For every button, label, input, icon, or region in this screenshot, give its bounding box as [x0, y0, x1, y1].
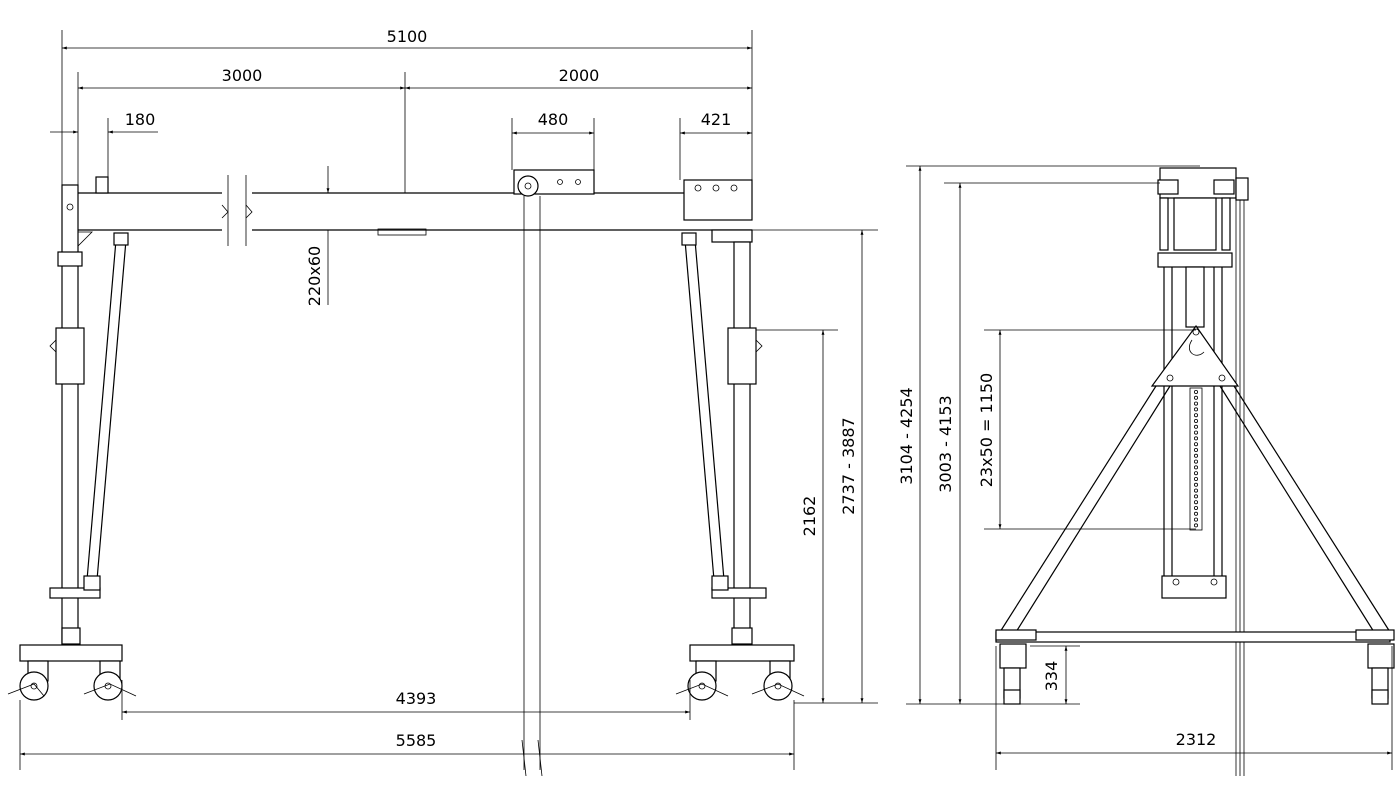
dim-left-section-label: 3000: [222, 66, 263, 85]
left-base: [7, 644, 137, 701]
adjustment-hole: [1194, 447, 1199, 452]
dim-overall-span: 5100: [61, 27, 753, 193]
adjustment-hole: [1194, 511, 1199, 516]
dim-base-length: 5585: [19, 700, 795, 770]
left-leg: [49, 176, 109, 646]
hole-pattern: [1194, 389, 1199, 528]
side-a-frame: [999, 324, 1391, 633]
adjustment-hole: [1194, 517, 1199, 522]
dim-leg-offset: 180: [50, 110, 158, 177]
adjustment-hole: [1194, 430, 1199, 435]
trolley-hoist: [513, 169, 595, 777]
adjustment-hole: [1194, 401, 1199, 406]
adjustment-hole: [1194, 418, 1199, 423]
adjustment-hole: [1194, 413, 1199, 418]
dim-adjust-height-label: 3003 - 4153: [936, 395, 955, 492]
adjustment-hole: [1194, 459, 1199, 464]
adjustment-hole: [1194, 500, 1199, 505]
dim-wheel-track-label: 4393: [396, 689, 437, 708]
adjustment-hole: [1194, 453, 1199, 458]
dim-overall-span-label: 5100: [387, 27, 428, 46]
adjustment-hole: [1194, 442, 1199, 447]
adjustment-hole: [1194, 436, 1199, 441]
dim-leg-offset-label: 180: [125, 110, 156, 129]
dim-hole-pattern-label: 23x50 = 1150: [977, 373, 996, 487]
dim-beam-section: 220x60: [305, 166, 330, 306]
adjustment-hole: [1194, 465, 1199, 470]
right-base: [675, 644, 805, 701]
adjustment-hole: [1194, 471, 1199, 476]
dim-lower-height-label: 2162: [800, 496, 819, 537]
adjustment-hole: [1194, 395, 1199, 400]
adjustment-hole: [1194, 494, 1199, 499]
adjustment-hole: [1194, 476, 1199, 481]
dim-total-height: 3104 - 4254: [897, 165, 1200, 705]
dim-beam-height-label: 2737 - 3887: [839, 417, 858, 514]
dim-trolley-width-label: 480: [538, 110, 569, 129]
dim-end-offset-label: 421: [701, 110, 732, 129]
dim-foot-height: 334: [1030, 645, 1080, 704]
dim-foot-height-label: 334: [1042, 661, 1061, 692]
dim-wheel-track: 4393: [121, 680, 691, 720]
dim-base-width: 2312: [995, 646, 1393, 770]
side-base: [995, 629, 1395, 705]
adjustment-hole: [1194, 482, 1199, 487]
left-strut: [77, 231, 129, 591]
side-upper-column: [1157, 167, 1249, 776]
dim-trolley-width: 480: [511, 110, 595, 170]
dim-base-width-label: 2312: [1176, 730, 1217, 749]
side-inner-column: [1161, 267, 1227, 599]
dim-base-length-label: 5585: [396, 731, 437, 750]
adjustment-hole: [1194, 389, 1199, 394]
right-strut: [681, 232, 729, 591]
side-view: 3104 - 4254 3003 - 4153 23x50 = 1150 334…: [897, 165, 1395, 776]
adjustment-hole: [1194, 488, 1199, 493]
adjustment-hole: [1194, 523, 1199, 528]
adjustment-hole: [1194, 424, 1199, 429]
dim-end-offset: 421: [679, 110, 752, 180]
dim-beam-section-label: 220x60: [305, 246, 324, 306]
dim-right-section-label: 2000: [559, 66, 600, 85]
front-view: 5100 3000 2000 180 480: [7, 27, 878, 777]
adjustment-hole: [1194, 407, 1199, 412]
adjustment-hole: [1194, 505, 1199, 510]
dim-heights-front: 2162 2737 - 3887: [756, 230, 878, 704]
right-leg: [683, 179, 767, 645]
dim-adjust-height: 3003 - 4153: [936, 182, 1160, 704]
dim-hole-pattern: 23x50 = 1150: [977, 329, 1196, 530]
main-beam: [62, 175, 878, 246]
dim-total-height-label: 3104 - 4254: [897, 387, 916, 484]
dim-sections: 3000 2000: [77, 66, 752, 193]
